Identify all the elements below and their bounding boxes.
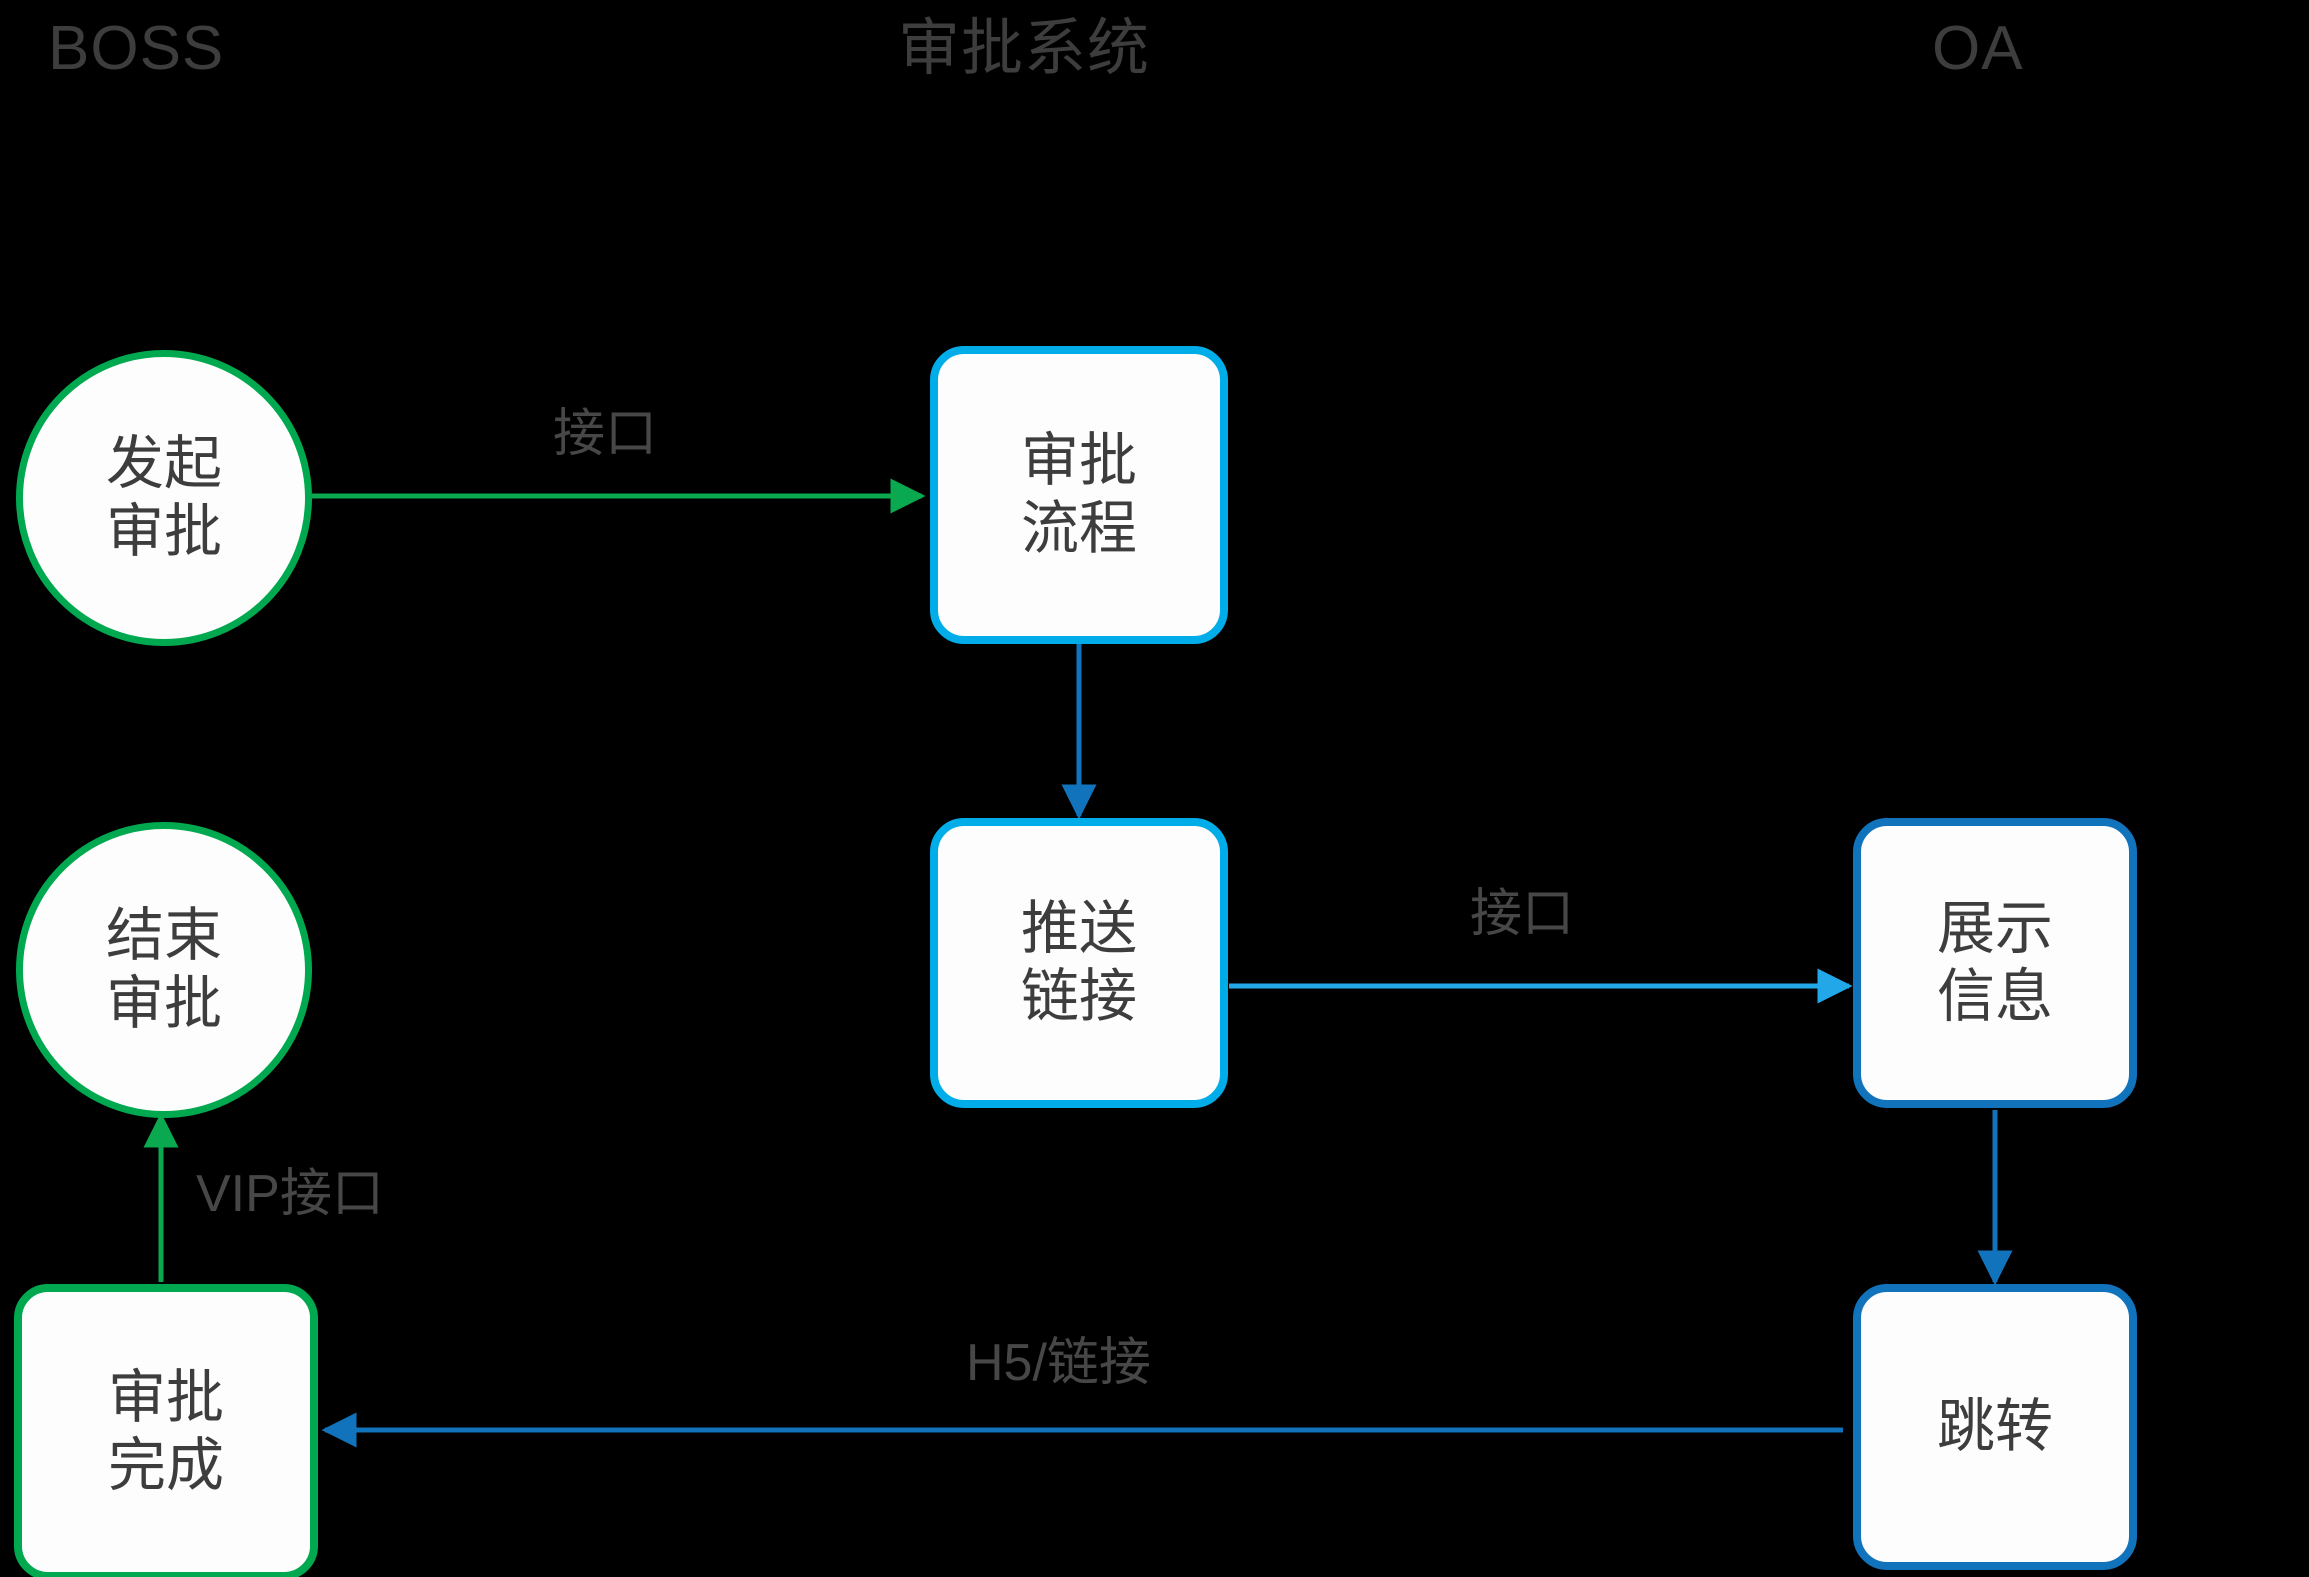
node-approval-complete[interactable]: 审批 完成 — [14, 1284, 318, 1577]
node-push-link[interactable]: 推送 链接 — [930, 818, 1228, 1108]
edge-label-jump-to-done: H5/链接 — [966, 1334, 1151, 1392]
node-approval-complete-line-1: 审批 — [107, 1365, 224, 1431]
node-initiate-approval-line-1: 发起 — [105, 431, 222, 497]
node-approval-flow-line-2: 流程 — [1020, 496, 1137, 561]
edge-label-push-to-display: 接口 — [1470, 885, 1575, 943]
swimlane-title-boss: BOSS — [48, 14, 225, 83]
swimlane-title-oa: OA — [1932, 14, 2024, 83]
swimlane-title-approval-system: 审批系统 — [898, 14, 1151, 83]
node-approval-flow-line-1: 审批 — [1020, 428, 1137, 494]
node-push-link-line-2: 链接 — [1020, 964, 1137, 1029]
node-push-link-line-1: 推送 — [1020, 896, 1137, 962]
node-end-approval-line-2: 审批 — [105, 971, 222, 1036]
edge-label-start-to-flow: 接口 — [553, 405, 658, 463]
node-display-info-line-1: 展示 — [1936, 896, 2053, 962]
node-display-info[interactable]: 展示 信息 — [1853, 818, 2137, 1108]
node-initiate-approval[interactable]: 发起 审批 — [16, 350, 312, 646]
node-initiate-approval-line-2: 审批 — [105, 499, 222, 564]
node-jump-line-1: 跳转 — [1936, 1394, 2053, 1460]
node-end-approval[interactable]: 结束 审批 — [16, 822, 312, 1118]
node-end-approval-line-1: 结束 — [105, 903, 222, 969]
node-approval-flow[interactable]: 审批 流程 — [930, 346, 1228, 644]
node-approval-complete-line-2: 完成 — [107, 1433, 224, 1498]
node-display-info-line-2: 信息 — [1936, 964, 2053, 1029]
edge-label-done-to-end: VIP接口 — [196, 1165, 384, 1223]
node-jump[interactable]: 跳转 — [1853, 1284, 2137, 1570]
